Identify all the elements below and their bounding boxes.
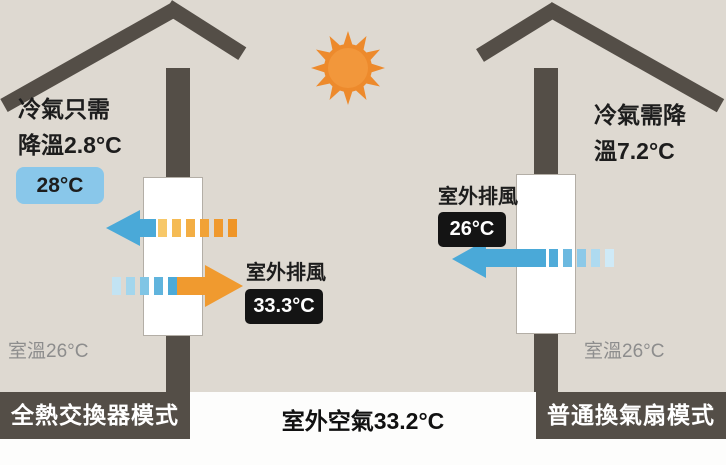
right-exhaust-arrow-body [486,249,546,267]
arrow-stripe [228,219,237,237]
arrow-stripe [140,277,149,295]
arrow-stripe [549,249,558,267]
left-room-temp-label: 室溫26°C [8,341,89,362]
arrow-stripe [563,249,572,267]
right-cooling-need-line1: 冷氣需降 [594,102,686,128]
outdoor-air-label: 室外空氣33.2°C [281,408,445,434]
left-exhaust-temp-badge: 33.3°C [245,289,323,324]
right-room-temp-label: 室溫26°C [584,341,665,362]
arrow-stripe [186,219,195,237]
arrow-stripe [168,277,177,295]
left-house-roof-short-slope [163,0,247,60]
arrow-stripe [126,277,135,295]
left-cooling-need-line1: 冷氣只需 [18,96,110,122]
arrow-stripe [591,249,600,267]
left-mode-label: 全熱交換器模式 [0,392,190,439]
arrow-stripe [172,219,181,237]
exhaust-arrow-stripes [112,277,177,295]
right-house-roof-short-slope [476,2,560,62]
exhaust-arrow-body [177,277,205,295]
right-mode-label: 普通換氣扇模式 [536,392,726,439]
arrow-stripe [158,219,167,237]
left-cooling-need-line2: 降溫2.8°C [18,132,122,158]
arrow-stripe [605,249,614,267]
supply-temp-badge: 28°C [16,167,104,204]
arrow-stripe [577,249,586,267]
arrow-stripe [112,277,121,295]
right-exhaust-label: 室外排風 [438,186,518,208]
right-exhaust-temp-badge: 26°C [438,212,506,247]
left-exhaust-label: 室外排風 [246,262,326,284]
intake-arrow-stripes [158,219,237,237]
right-exhaust-arrow-stripes [549,249,614,267]
exhaust-arrow-head-icon [205,265,243,307]
right-cooling-need-line2: 溫7.2°C [594,138,675,164]
arrow-stripe [214,219,223,237]
arrow-stripe [200,219,209,237]
arrow-stripe [154,277,163,295]
intake-arrow-head-icon [106,210,140,246]
sun-icon [311,31,385,105]
intake-arrow-body [140,219,156,237]
heat-exchanger-unit [143,177,203,336]
